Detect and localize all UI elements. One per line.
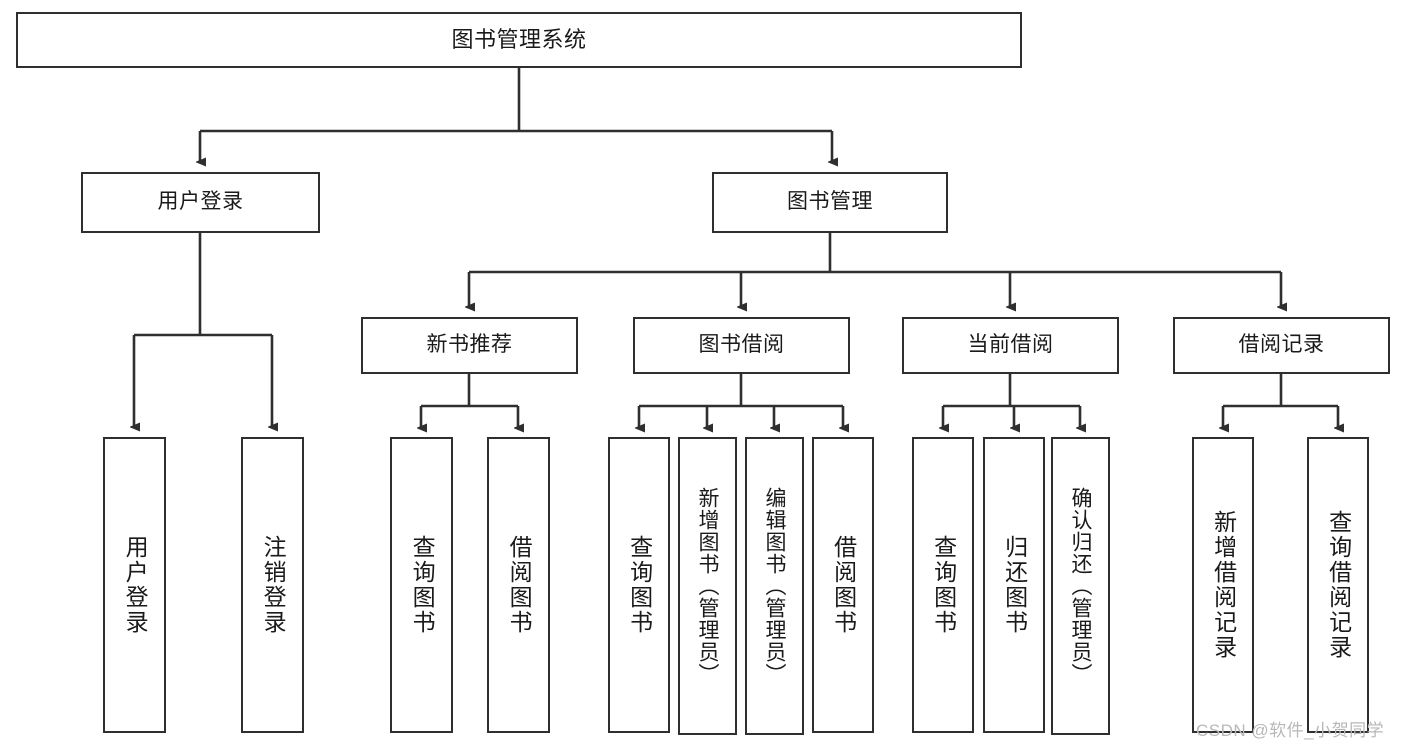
node-leaf-add-book-label: 新增图书（管理员） — [696, 487, 720, 685]
node-leaf-borrow-book-2-label: 借阅图书 — [830, 535, 857, 635]
node-user-login[interactable]: 用户登录 — [81, 172, 320, 233]
node-book-borrow[interactable]: 图书借阅 — [633, 317, 850, 374]
node-root-system[interactable]: 图书管理系统 — [16, 12, 1022, 68]
node-new-book-recommend-label: 新书推荐 — [426, 333, 513, 357]
node-leaf-query-book-2-label: 查询图书 — [626, 535, 653, 635]
node-leaf-query-book-2[interactable]: 查询图书 — [608, 437, 670, 733]
node-leaf-confirm-return-label: 确认归还（管理员） — [1069, 487, 1093, 685]
node-leaf-borrow-book-1-label: 借阅图书 — [506, 535, 533, 635]
node-book-manage[interactable]: 图书管理 — [712, 172, 948, 233]
node-user-login-label: 用户登录 — [157, 190, 244, 214]
node-borrow-record-label: 借阅记录 — [1238, 333, 1325, 357]
node-leaf-query-book-1-label: 查询图书 — [409, 535, 436, 635]
node-leaf-query-book-3[interactable]: 查询图书 — [912, 437, 974, 733]
node-current-borrow[interactable]: 当前借阅 — [902, 317, 1119, 374]
node-root-label: 图书管理系统 — [451, 27, 587, 53]
node-leaf-confirm-return[interactable]: 确认归还（管理员） — [1051, 437, 1110, 735]
node-leaf-user-login-label: 用户登录 — [122, 535, 149, 635]
node-book-borrow-label: 图书借阅 — [698, 333, 785, 357]
watermark-text: CSDN @软件_小贺同学 — [1196, 721, 1385, 740]
node-leaf-return-book[interactable]: 归还图书 — [983, 437, 1045, 733]
node-leaf-user-logout[interactable]: 注销登录 — [241, 437, 304, 733]
node-new-book-recommend[interactable]: 新书推荐 — [361, 317, 578, 374]
node-leaf-borrow-book-2[interactable]: 借阅图书 — [812, 437, 874, 733]
node-leaf-query-record-label: 查询借阅记录 — [1325, 510, 1352, 660]
node-leaf-query-book-1[interactable]: 查询图书 — [390, 437, 453, 733]
node-leaf-query-record[interactable]: 查询借阅记录 — [1307, 437, 1369, 733]
node-leaf-add-record-label: 新增借阅记录 — [1210, 510, 1237, 660]
node-current-borrow-label: 当前借阅 — [967, 333, 1054, 357]
node-leaf-borrow-book-1[interactable]: 借阅图书 — [487, 437, 550, 733]
node-leaf-add-record[interactable]: 新增借阅记录 — [1192, 437, 1254, 733]
node-leaf-query-book-3-label: 查询图书 — [930, 535, 957, 635]
node-book-manage-label: 图书管理 — [787, 190, 873, 214]
node-leaf-edit-book-label: 编辑图书（管理员） — [763, 487, 787, 685]
node-leaf-user-logout-label: 注销登录 — [260, 535, 287, 635]
node-leaf-user-login[interactable]: 用户登录 — [103, 437, 166, 733]
node-leaf-add-book[interactable]: 新增图书（管理员） — [678, 437, 737, 735]
node-leaf-edit-book[interactable]: 编辑图书（管理员） — [745, 437, 804, 735]
node-borrow-record[interactable]: 借阅记录 — [1173, 317, 1390, 374]
node-leaf-return-book-label: 归还图书 — [1001, 535, 1028, 635]
